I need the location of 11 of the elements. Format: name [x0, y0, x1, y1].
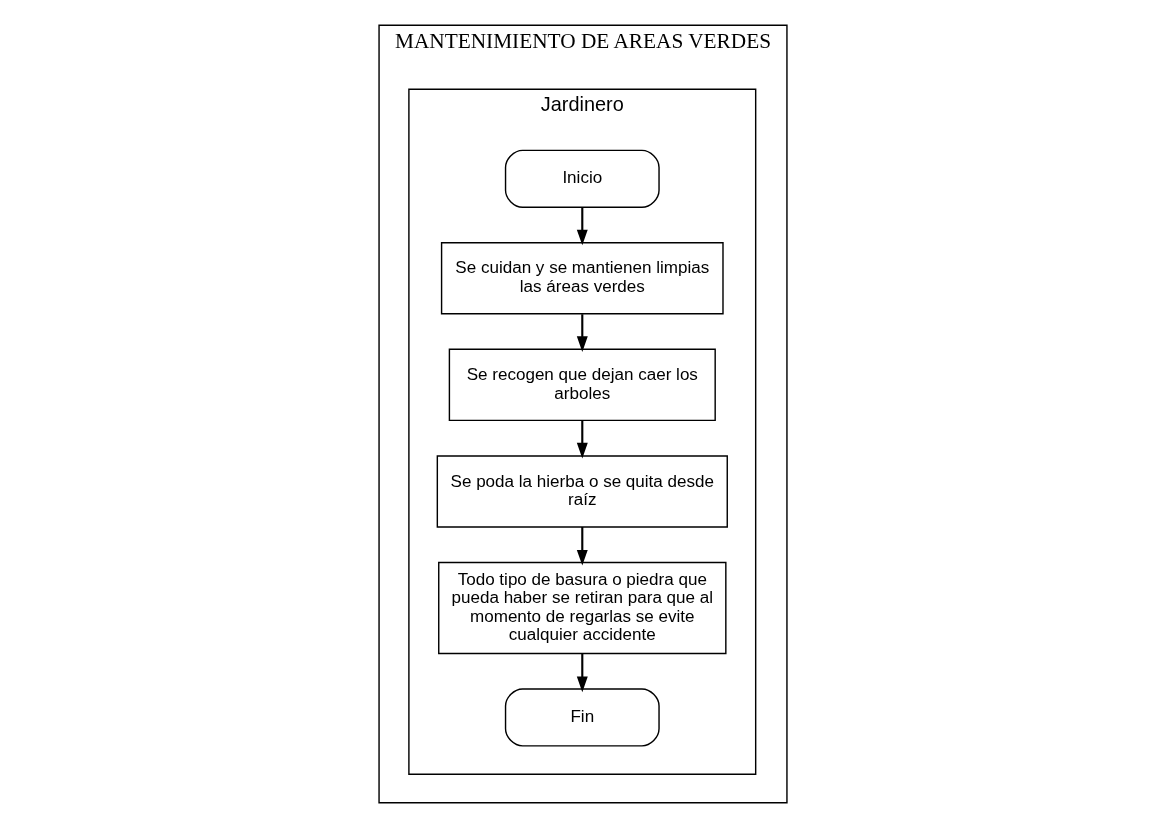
node-box: Se poda la hierba o se quita desde raíz	[436, 455, 728, 528]
arrow	[576, 420, 588, 459]
arrow	[576, 654, 588, 693]
node-box: Inicio	[504, 149, 660, 208]
node-box: Fin	[504, 688, 660, 747]
node-box: Se recogen que dejan caer los arboles	[448, 348, 716, 422]
arrow	[576, 527, 588, 566]
arrow	[576, 314, 588, 352]
node-box: Se cuidan y se mantienen limpias las áreas verdes	[440, 242, 724, 315]
arrow	[576, 207, 588, 246]
node-box: Todo tipo de basura o piedra que pueda haber se retiran para que al momento de regarlas se evite cualquier accidente	[437, 561, 727, 655]
